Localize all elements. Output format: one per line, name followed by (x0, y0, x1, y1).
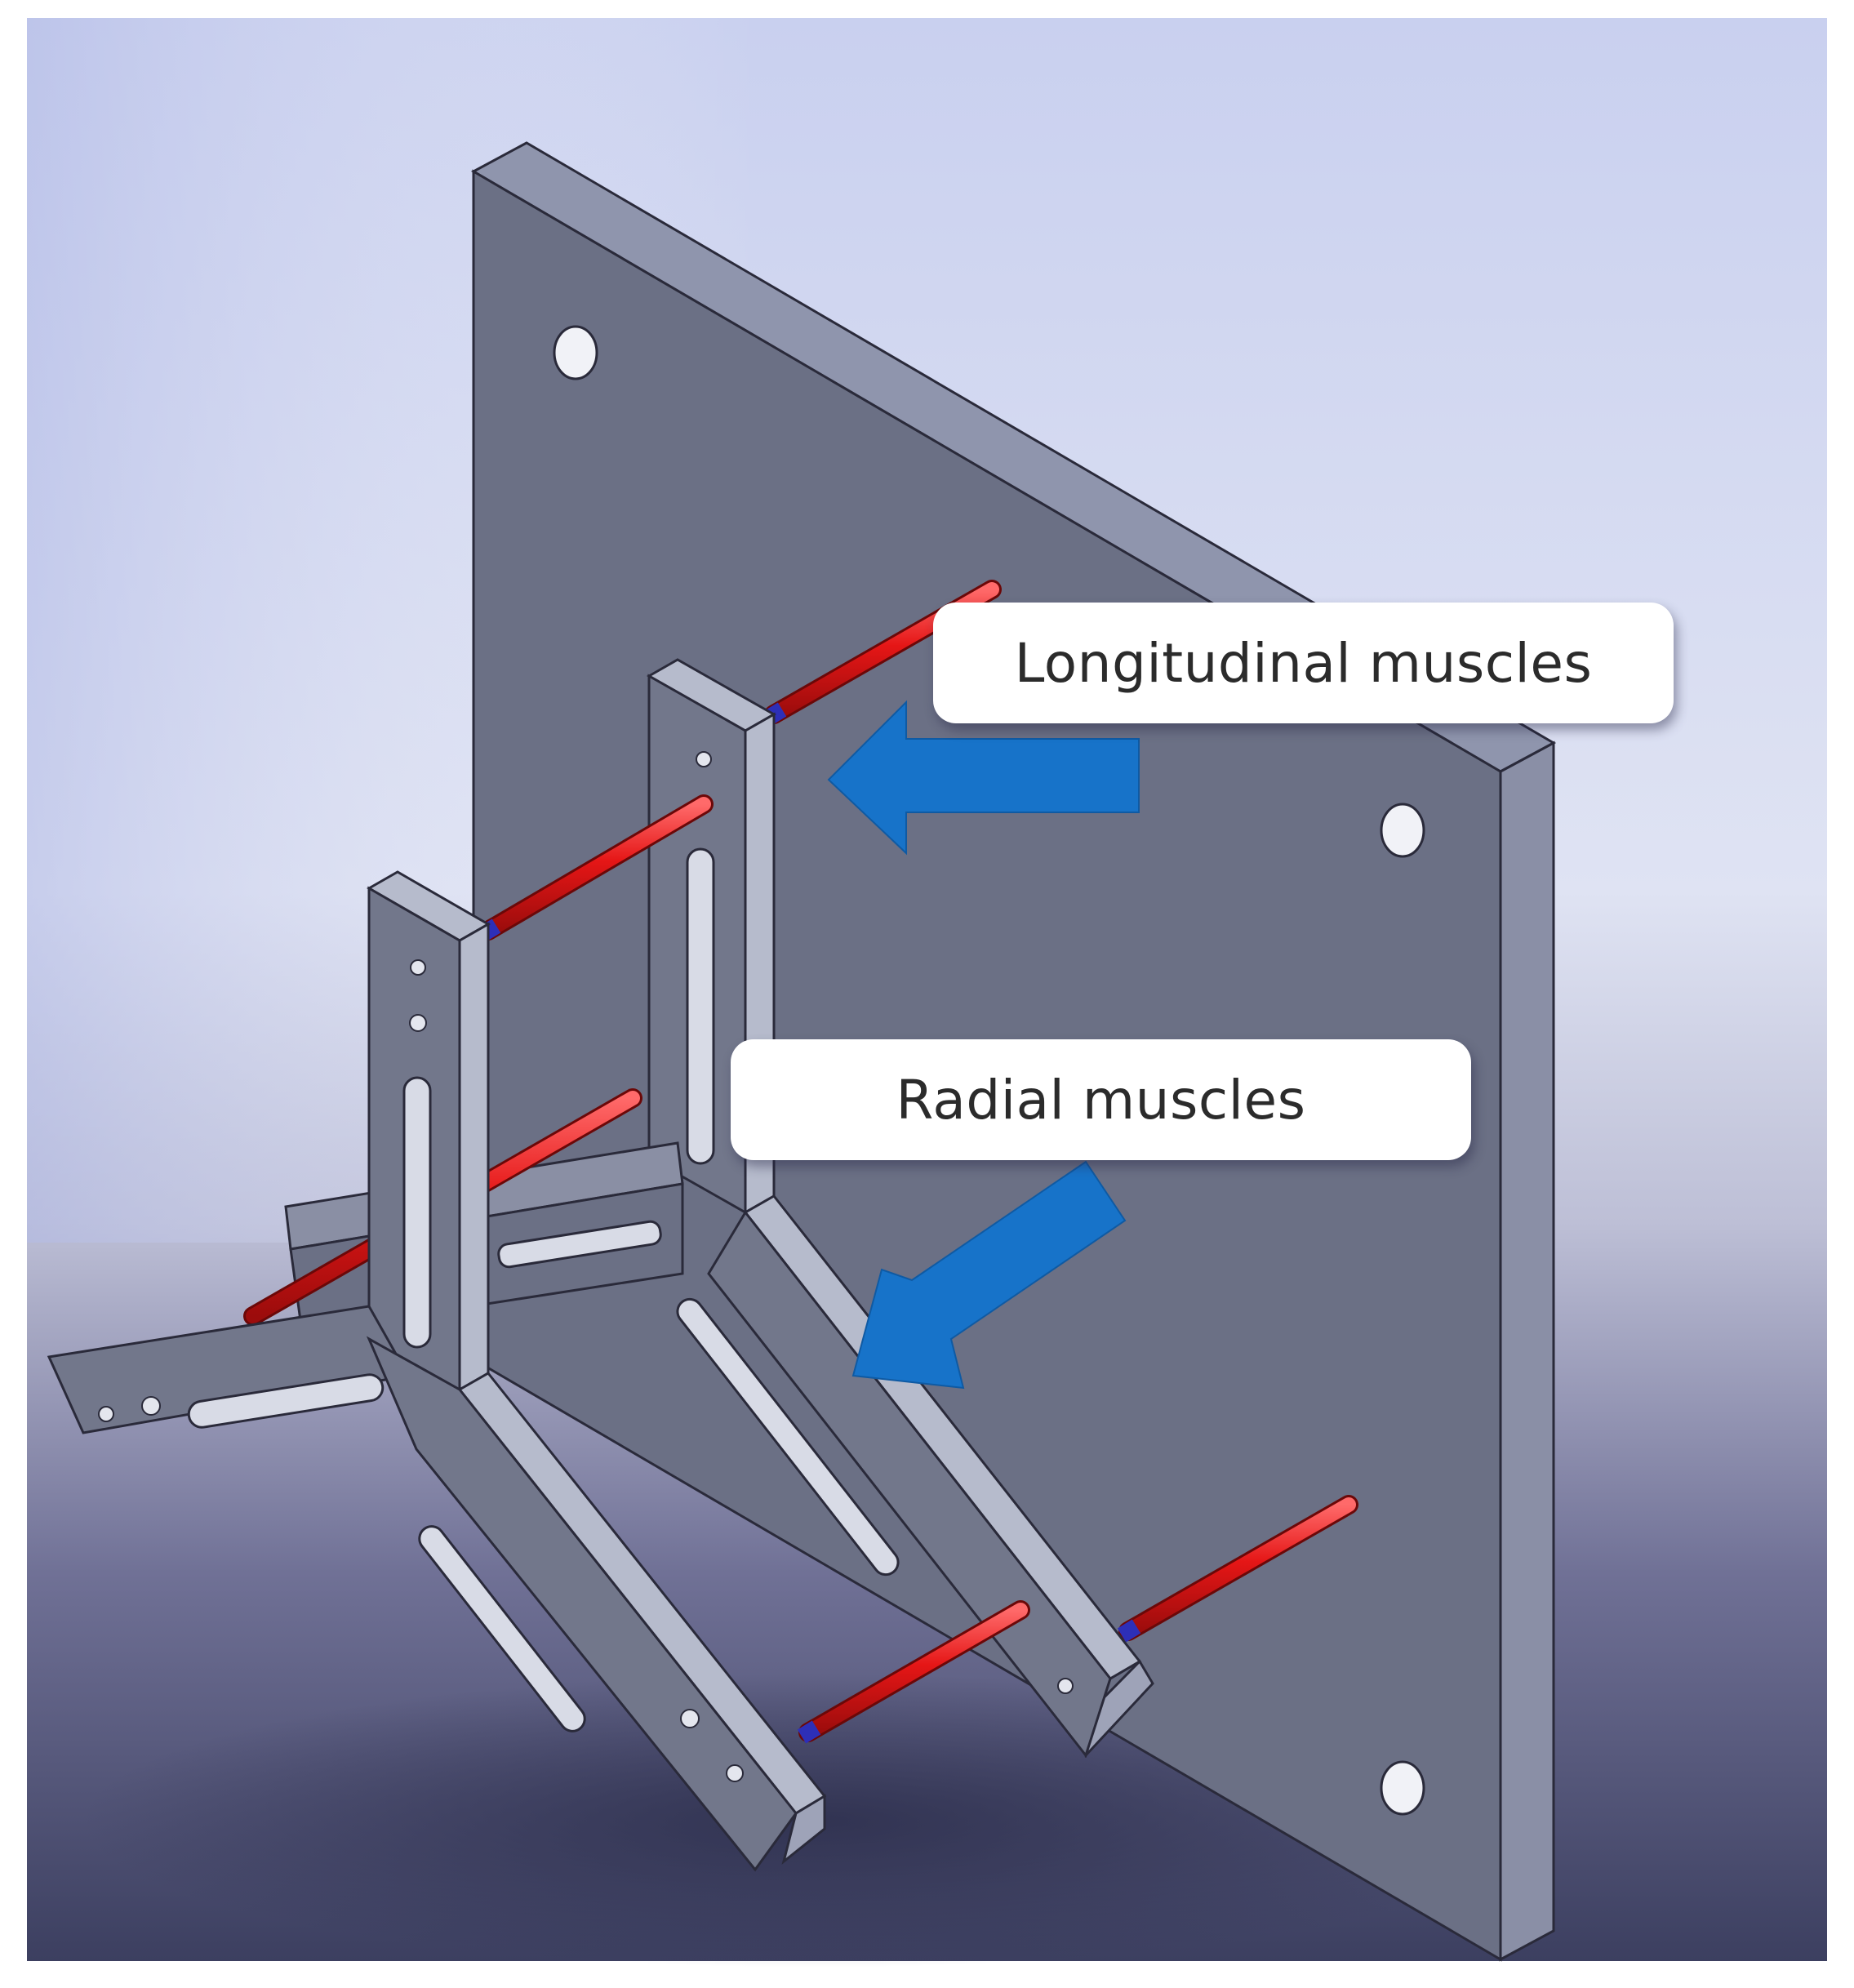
rear-bracket (646, 658, 1154, 1759)
plate-hole (1380, 1760, 1425, 1816)
arrow-down-left-icon (851, 1160, 1127, 1390)
radial-muscle (1117, 1495, 1358, 1643)
arrow-left-icon (827, 700, 1140, 856)
radial-muscle (797, 1600, 1030, 1744)
front-bracket (47, 870, 827, 1872)
radial-muscles-label: Radial muscles (731, 1039, 1471, 1160)
plate-hole (553, 325, 598, 380)
plate-hole (1380, 803, 1425, 858)
longitudinal-muscles-label: Longitudinal muscles (933, 603, 1674, 723)
